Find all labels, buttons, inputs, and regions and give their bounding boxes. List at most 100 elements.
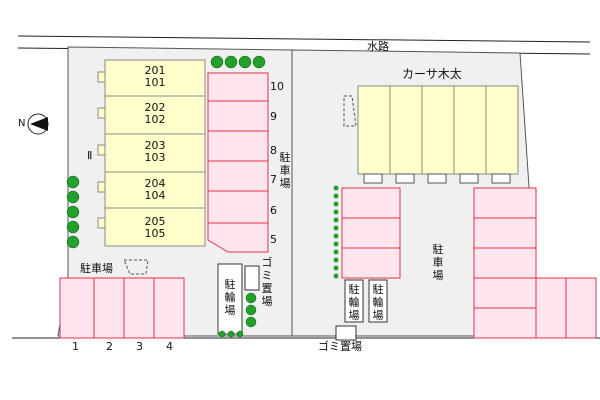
parking-space <box>473 277 537 309</box>
tree-icon <box>333 185 339 191</box>
dashed-area-right <box>343 95 357 127</box>
trees-bike <box>218 292 257 338</box>
unit-label-4: 204 104 <box>135 178 175 202</box>
tree-icon <box>333 193 339 199</box>
parking-number: 2 <box>106 340 113 353</box>
parking-number: 8 <box>270 144 277 157</box>
tree-icon <box>333 249 339 255</box>
bike-parking-label: 駐輪場 <box>224 278 236 317</box>
bike-parking-right-2 <box>368 279 388 323</box>
building-right-unit <box>421 85 455 175</box>
parking-left-label: 駐車場 <box>80 262 113 275</box>
garbage-bottom-label: ゴミ置場 <box>318 340 362 353</box>
parking-space <box>341 217 401 249</box>
unit-upper: 204 <box>144 177 166 190</box>
parking-number: 9 <box>270 110 277 123</box>
trees-top <box>210 55 266 69</box>
tree-icon <box>236 330 244 338</box>
parking-number: 4 <box>166 340 173 353</box>
tree-icon <box>333 225 339 231</box>
tree-icon <box>66 220 80 234</box>
tree-icon <box>66 190 80 204</box>
unit-upper: 201 <box>144 64 166 77</box>
building-right-unit <box>389 85 423 175</box>
parking-right-label: 駐車場 <box>432 243 444 282</box>
parking-space-8 <box>207 130 269 162</box>
parking-space-6 <box>207 190 269 224</box>
tree-icon <box>66 205 80 219</box>
unit-lower: 104 <box>144 189 166 202</box>
unit-label-5: 205 105 <box>135 216 175 240</box>
parking-space <box>473 307 537 339</box>
tree-icon <box>238 55 252 69</box>
tree-icon <box>333 201 339 207</box>
tree-icon <box>218 330 226 338</box>
garbage-label: ゴミ置場 <box>261 256 273 308</box>
parking-space-5 <box>207 222 269 253</box>
tree-icon <box>245 304 257 316</box>
parking-far-right <box>473 187 597 339</box>
tree-icon <box>333 233 339 239</box>
tree-icon <box>224 55 238 69</box>
garbage-box-left <box>244 265 260 291</box>
unit-upper: 202 <box>144 101 166 114</box>
entrance-notch <box>427 173 447 184</box>
parking-bottom-left <box>59 277 185 339</box>
parking-middle-label: 駐車場 <box>279 151 291 190</box>
entrance-notch <box>491 173 511 184</box>
entrance-notch <box>459 173 479 184</box>
trees-right <box>333 185 339 279</box>
parking-space <box>341 187 401 219</box>
building-left-unit-5 <box>104 207 206 247</box>
parking-number: 1 <box>72 340 79 353</box>
parking-number: 6 <box>270 204 277 217</box>
tree-icon <box>333 273 339 279</box>
parking-space <box>535 277 567 339</box>
entrance-notch <box>395 173 415 184</box>
bike-parking-right-1 <box>344 279 364 323</box>
unit-lower: 103 <box>144 151 166 164</box>
unit-lower: 102 <box>144 113 166 126</box>
parking-number: 10 <box>270 80 284 93</box>
bike-parking-right-label-1: 駐輪場 <box>348 283 360 322</box>
tree-icon <box>333 217 339 223</box>
parking-space <box>341 247 401 279</box>
building-right-name: カーサ木太 <box>402 67 462 81</box>
entrance-notch <box>97 181 106 193</box>
unit-label-3: 203 103 <box>135 140 175 164</box>
parking-space-9 <box>207 100 269 132</box>
building-right-unit <box>453 85 487 175</box>
bike-parking-right-label-2: 駐輪場 <box>372 283 384 322</box>
tree-icon <box>245 292 257 304</box>
parking-space <box>473 217 537 249</box>
unit-label-1: 201 101 <box>135 65 175 89</box>
entrance-notch <box>97 107 106 119</box>
unit-label-2: 202 102 <box>135 102 175 126</box>
entrance-notch <box>97 217 106 229</box>
building-right-unit <box>357 85 391 175</box>
tree-icon <box>252 55 266 69</box>
unit-upper: 203 <box>144 139 166 152</box>
entrance-notch <box>97 144 106 156</box>
parking-space-2 <box>93 277 125 339</box>
trees-left <box>66 175 80 249</box>
tree-icon <box>210 55 224 69</box>
building-left-name: Ⅱ <box>87 149 93 162</box>
unit-upper: 205 <box>144 215 166 228</box>
building-left-unit-1 <box>104 59 206 97</box>
parking-number: 3 <box>136 340 143 353</box>
tree-icon <box>66 175 80 189</box>
dashed-area-left <box>123 259 149 275</box>
waterway-line-top <box>17 35 591 43</box>
parking-side <box>207 72 269 253</box>
tree-icon <box>333 265 339 271</box>
unit-lower: 101 <box>144 76 166 89</box>
tree-icon <box>66 235 80 249</box>
tree-icon <box>245 316 257 328</box>
parking-space-10 <box>207 72 269 102</box>
unit-lower: 105 <box>144 227 166 240</box>
parking-middle-right <box>341 187 401 279</box>
entrance-notch <box>97 71 106 83</box>
tree-icon <box>333 257 339 263</box>
